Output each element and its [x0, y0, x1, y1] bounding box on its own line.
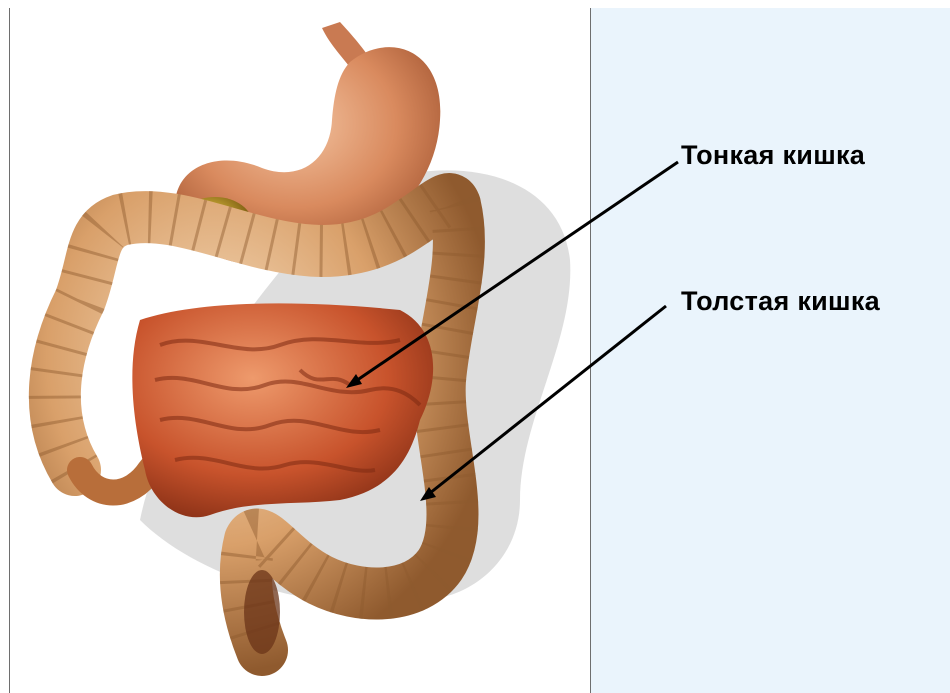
large-intestine-label: Толстая кишка	[681, 286, 880, 317]
small-intestine-label: Тонкая кишка	[681, 140, 865, 171]
rectum-opening	[244, 570, 280, 654]
